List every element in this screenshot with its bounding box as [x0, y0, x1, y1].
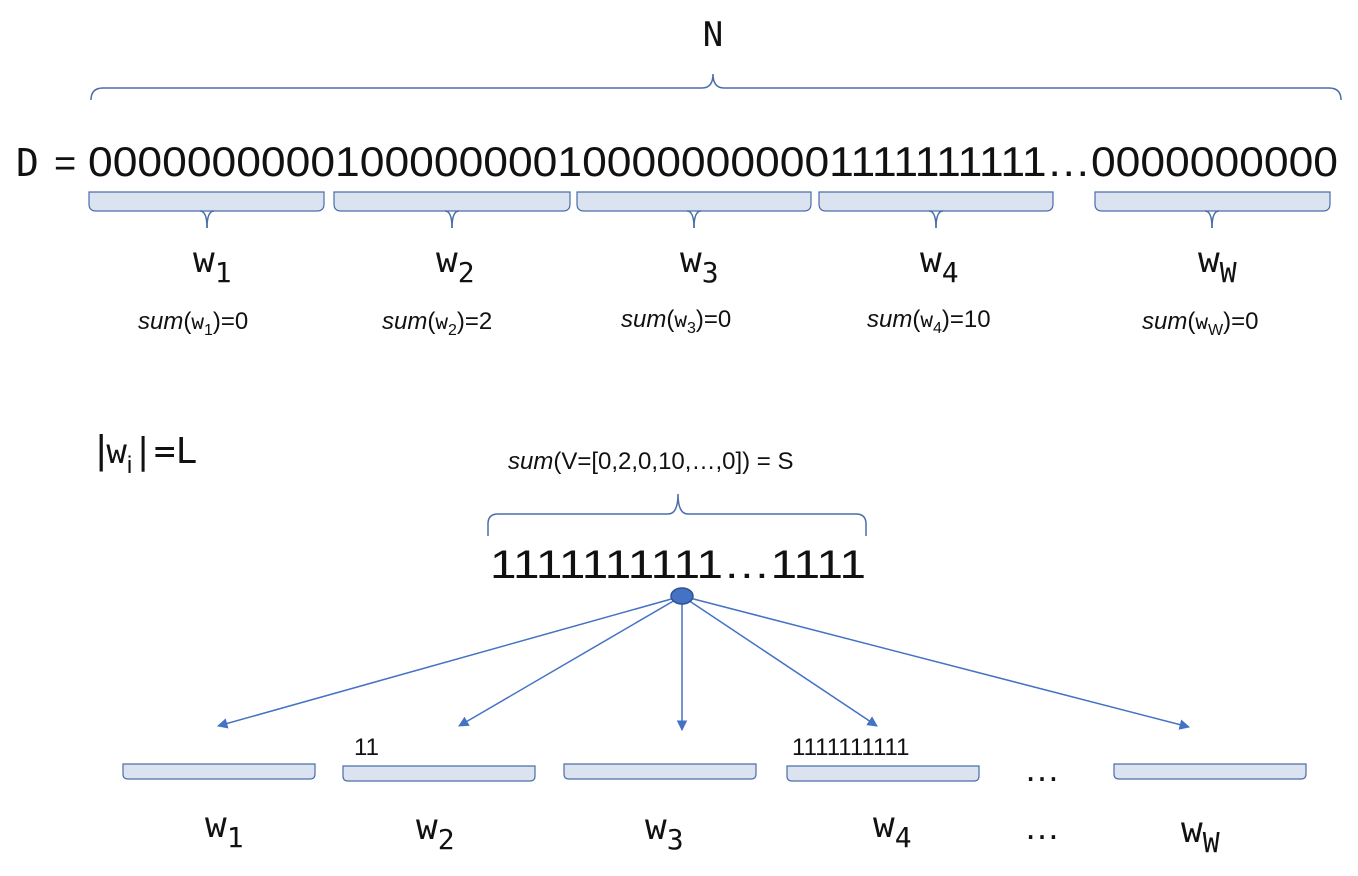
bottom-window-label-2: w2 — [416, 807, 455, 856]
top-window-4 — [818, 191, 1054, 229]
top-window-label-1: w1 — [193, 240, 232, 289]
top-window-label-w: wW — [1198, 240, 1237, 289]
top-window-label-4: w4 — [920, 240, 959, 289]
top-window-label-3: w3 — [680, 240, 719, 289]
n-brace — [90, 73, 1342, 101]
sum-label-w: sum(wW)=0 — [1142, 308, 1258, 339]
bottom-window-2-content: 11 — [354, 734, 379, 761]
bottom-window-2 — [342, 765, 536, 782]
bottom-window-label-w: wW — [1181, 810, 1220, 859]
d-equals: = — [54, 143, 76, 185]
top-window-3 — [576, 191, 812, 229]
top-window-2 — [333, 191, 571, 229]
sum-label-2: sum(w2)=2 — [382, 308, 492, 339]
top-window-1 — [88, 191, 325, 229]
n-label: N — [703, 15, 723, 55]
bottom-window-label-3: w3 — [645, 807, 684, 856]
top-window-label-2: w2 — [436, 240, 475, 289]
sum-v-label: sum(V=[0,2,0,10,…,0]) = S — [508, 448, 793, 475]
ellipsis-bars: … — [1024, 748, 1060, 789]
arrow-to-ww — [681, 595, 1191, 730]
bottom-window-4 — [786, 765, 980, 782]
bottom-window-label-1: w1 — [205, 805, 244, 854]
sum-label-4: sum(w4)=10 — [867, 306, 991, 337]
ones-string: 1111111111…1111 — [490, 543, 866, 587]
bottom-window-3 — [563, 763, 757, 780]
sum-brace — [487, 493, 867, 536]
arrow-to-w1 — [216, 595, 683, 729]
top-window-w — [1094, 191, 1331, 229]
arrow-to-w4 — [681, 595, 878, 727]
bottom-window-1 — [122, 763, 316, 780]
sum-label-1: sum(w1)=0 — [138, 308, 248, 339]
window-length-label: |wi|=L — [96, 428, 197, 479]
bitstring-d: 0000000000100000000100000000001111111111… — [88, 138, 1338, 185]
ellipsis-labels: … — [1024, 806, 1060, 847]
arrow-to-w2 — [458, 595, 683, 727]
d-label-var: D — [16, 141, 39, 185]
sum-label-3: sum(w3)=0 — [621, 306, 731, 337]
bottom-window-4-content: 1111111111 — [792, 734, 909, 761]
bottom-window-w — [1113, 763, 1307, 780]
bottom-window-label-4: w4 — [873, 805, 912, 854]
source-node — [670, 587, 694, 605]
